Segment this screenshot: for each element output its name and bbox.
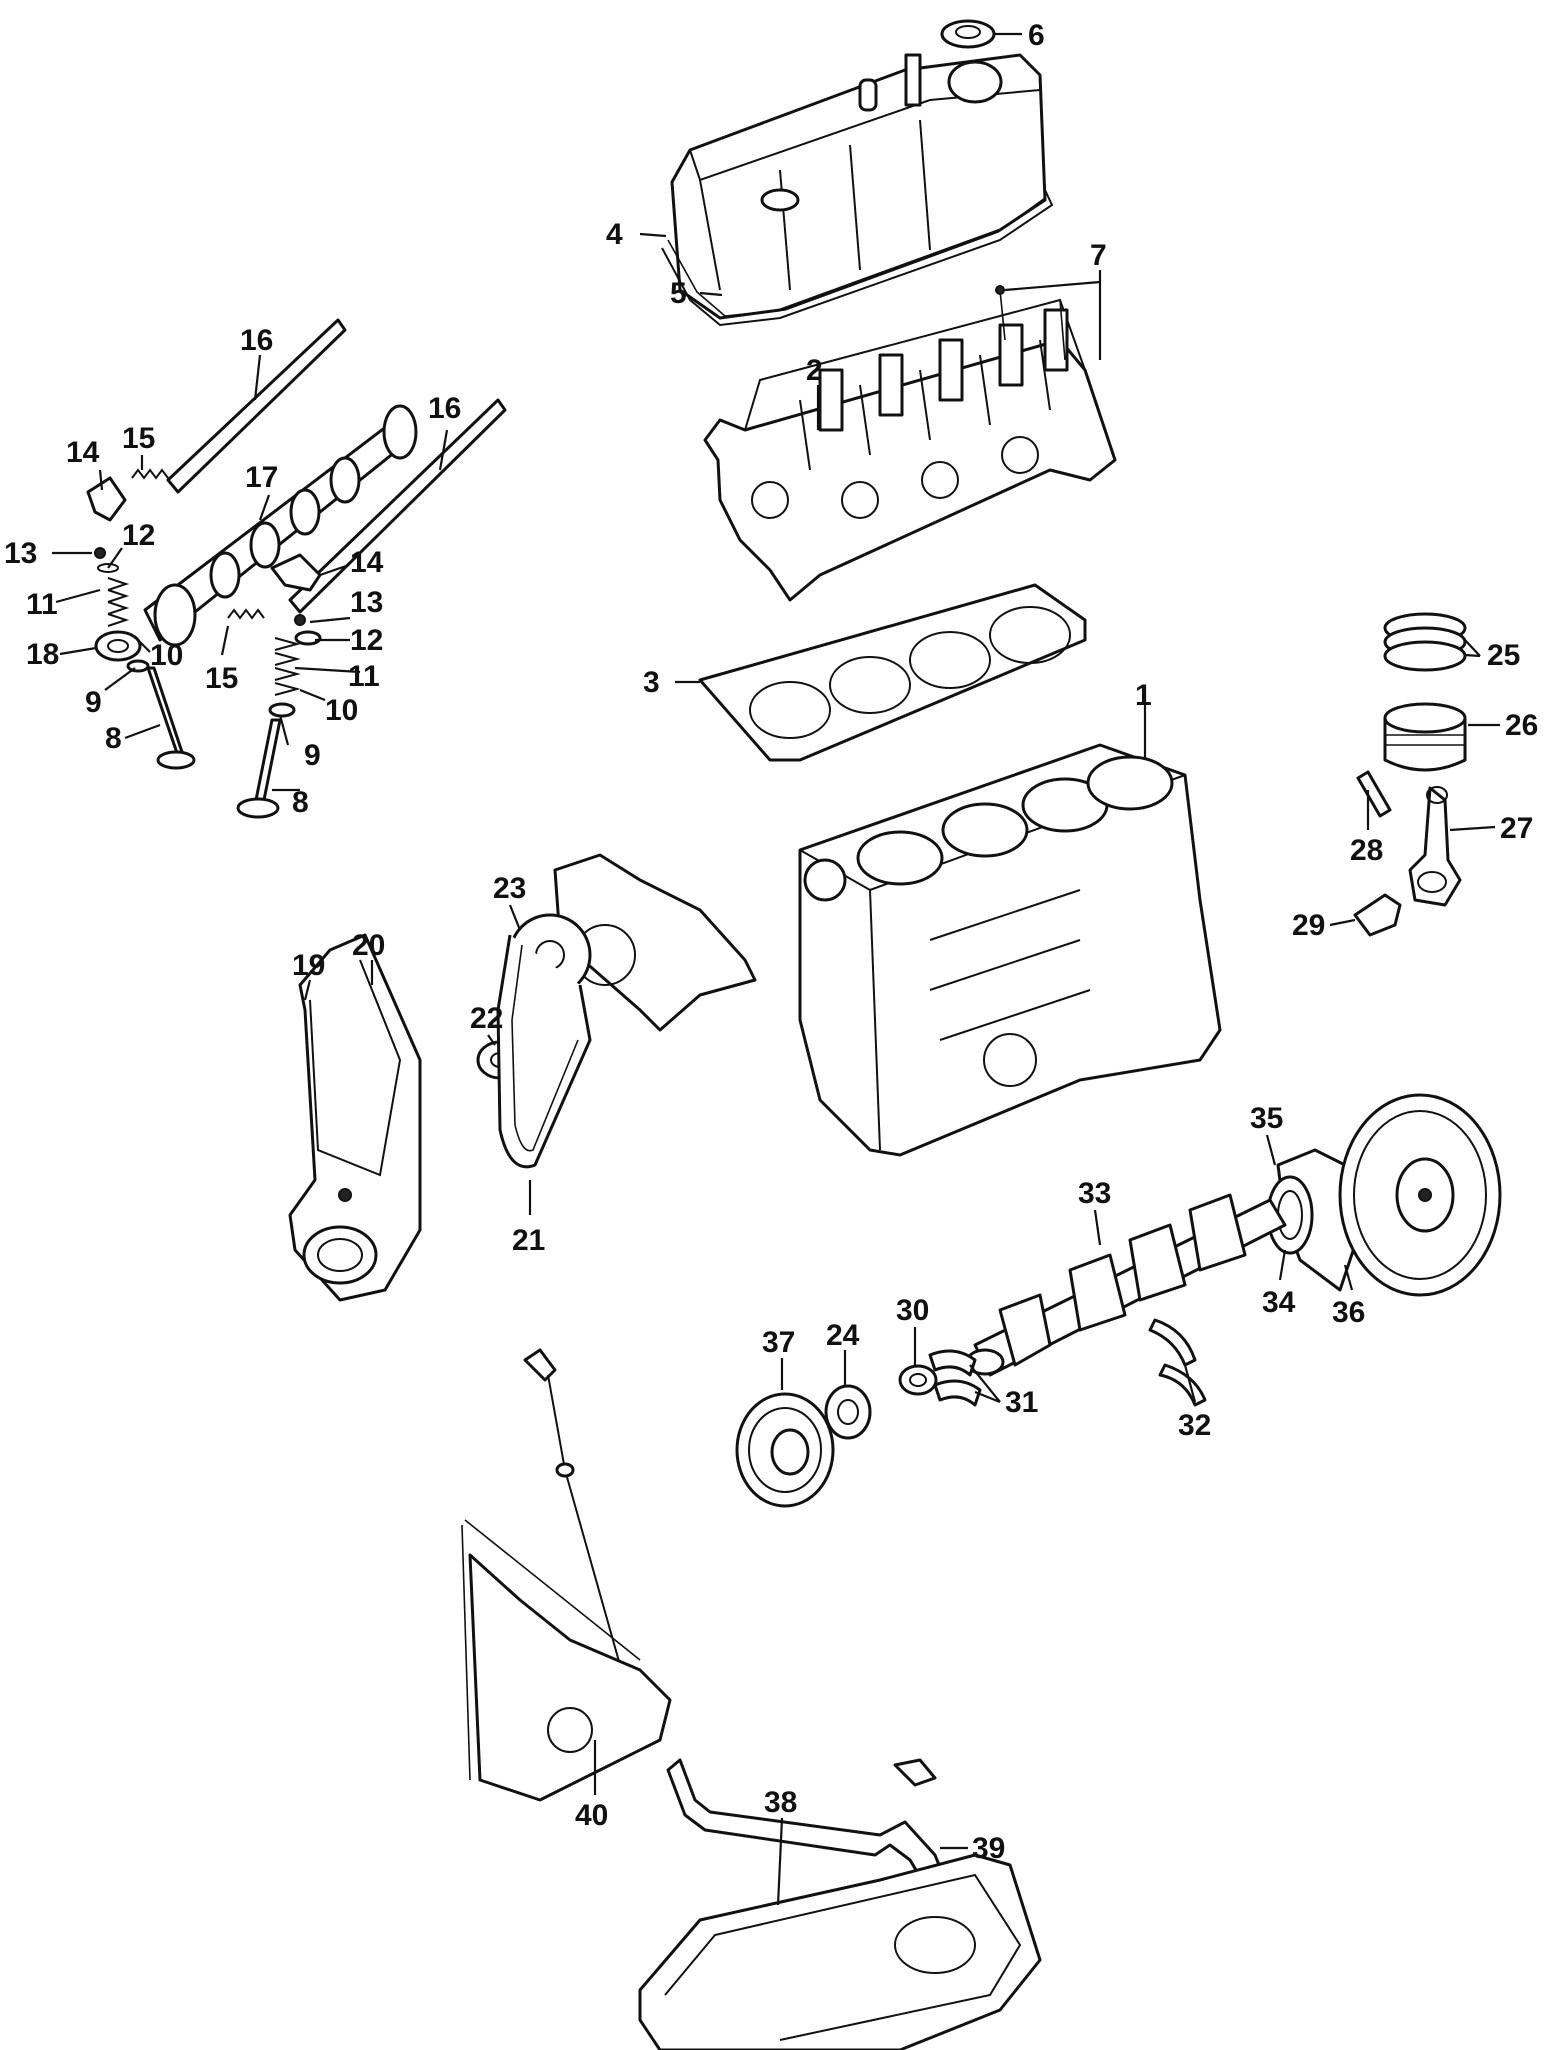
callout-36: 36 [1332, 1296, 1365, 1329]
small-spring-right [227, 608, 265, 620]
callout-28: 28 [1350, 834, 1383, 867]
valve-cover-gasket [661, 189, 1054, 327]
callout-11a: 11 [26, 588, 58, 621]
camshaft [143, 404, 418, 647]
callout-33: 33 [1078, 1177, 1111, 1210]
rear-main-seal-retainer [1266, 1148, 1357, 1292]
valve-spring-left [107, 577, 130, 627]
callout-17: 17 [245, 461, 278, 494]
callout-22: 22 [470, 1002, 503, 1035]
timing-belt [496, 934, 592, 1169]
callout-35: 35 [1250, 1102, 1283, 1135]
leader-lines [52, 32, 1500, 1906]
callout-32: 32 [1178, 1409, 1211, 1442]
dipstick [523, 1348, 621, 1666]
valve-left [146, 666, 196, 770]
callout-12b: 12 [350, 624, 383, 657]
callout-24: 24 [826, 1319, 860, 1352]
callout-29: 29 [1292, 909, 1325, 942]
rod-bearing-cap [1353, 893, 1402, 937]
callout-40: 40 [575, 1799, 608, 1832]
callout-12a: 12 [122, 519, 155, 552]
callout-9b: 9 [304, 739, 321, 772]
small-spring-left [131, 468, 169, 480]
piston-pin [1356, 770, 1392, 818]
callout-8a: 8 [105, 722, 122, 755]
callout-1: 1 [1135, 679, 1152, 712]
callout-39: 39 [972, 1832, 1005, 1865]
callout-27: 27 [1500, 812, 1533, 845]
rocker-shafts [166, 318, 507, 614]
front-crank-seal [898, 1364, 938, 1396]
valve-right [236, 718, 282, 819]
callout-7: 7 [1090, 239, 1107, 272]
callout-16a: 16 [240, 324, 273, 357]
callout-19: 19 [292, 949, 325, 982]
piston-rings [1383, 612, 1467, 672]
oil-pump-cover [461, 1519, 672, 1802]
valve-cover [670, 53, 1047, 320]
callout-8b: 8 [292, 786, 309, 819]
callout-13a: 13 [4, 537, 37, 570]
callout-26: 26 [1505, 709, 1538, 742]
oil-pan [638, 1853, 1042, 2050]
callout-31: 31 [1005, 1386, 1038, 1419]
crank-pulley [735, 1392, 835, 1508]
callout-18: 18 [26, 638, 59, 671]
callout-10a: 10 [150, 639, 183, 672]
callout-11b: 11 [348, 660, 380, 693]
flywheel [1338, 1093, 1502, 1297]
camshaft-seal [94, 630, 142, 662]
timing-cover [288, 933, 422, 1302]
rocker-arm-left [86, 476, 127, 522]
callout-34: 34 [1262, 1286, 1296, 1319]
valve-spring-right [274, 637, 301, 696]
callout-21: 21 [512, 1224, 545, 1257]
callout-14b: 14 [350, 546, 384, 579]
crankshaft [965, 1193, 1287, 1377]
head-bolts [995, 285, 1066, 361]
main-bearings [928, 1349, 982, 1407]
callout-30: 30 [896, 1294, 929, 1327]
callout-16b: 16 [428, 392, 461, 425]
crank-timing-gear [824, 1384, 872, 1440]
engine-block [798, 743, 1222, 1157]
callout-20: 20 [352, 929, 385, 962]
callout-9a: 9 [85, 686, 102, 719]
callout-labels: 1 2 3 4 5 6 7 8 8 9 9 10 10 11 11 12 12 … [4, 19, 1538, 1865]
valve-keepers [94, 547, 322, 646]
callout-4: 4 [606, 218, 623, 251]
callout-2: 2 [806, 354, 823, 387]
piston [1383, 702, 1467, 772]
thrust-washers [1148, 1318, 1207, 1407]
callout-10b: 10 [325, 694, 358, 727]
oil-filler-cap [940, 19, 996, 49]
callout-15a: 15 [122, 422, 155, 455]
callout-25: 25 [1487, 639, 1520, 672]
callout-37: 37 [762, 1326, 795, 1359]
callout-38: 38 [764, 1786, 797, 1819]
callout-3: 3 [643, 666, 660, 699]
callout-6: 6 [1028, 19, 1045, 52]
callout-5: 5 [670, 277, 687, 310]
callout-13b: 13 [350, 586, 383, 619]
callout-14a: 14 [66, 436, 100, 469]
callout-15b: 15 [205, 662, 238, 695]
callout-23: 23 [493, 872, 526, 905]
cylinder-head [703, 298, 1117, 602]
rocker-arm-right [270, 553, 322, 592]
connecting-rod [1408, 786, 1462, 907]
head-gasket [698, 583, 1087, 762]
